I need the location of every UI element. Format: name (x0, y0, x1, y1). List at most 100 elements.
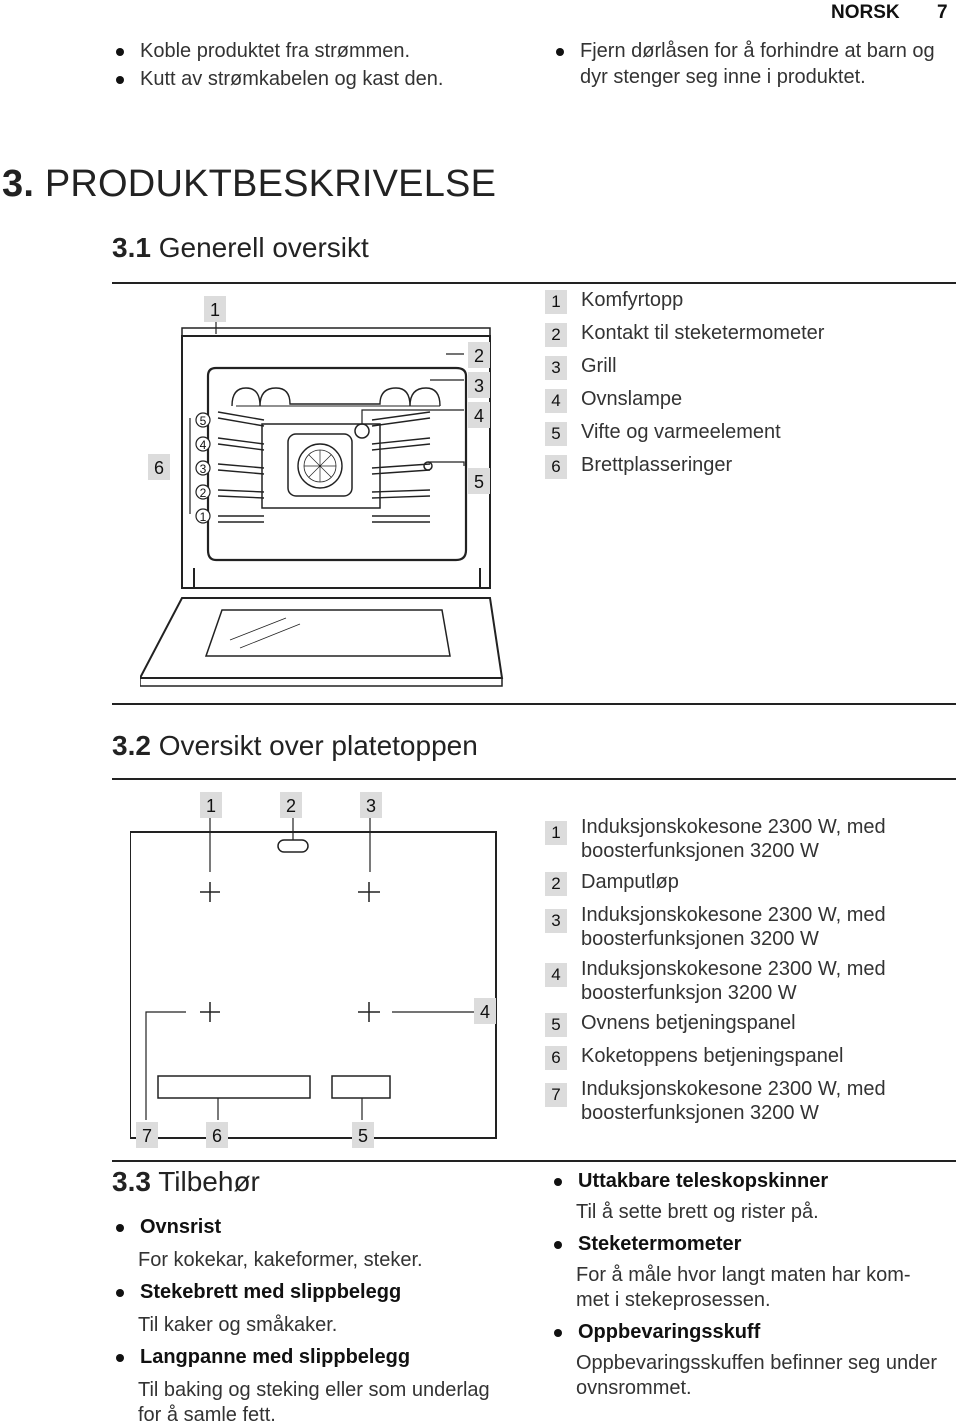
legend-number: 7 (545, 1083, 567, 1107)
legend-text: Ovnens betjeningspanel (581, 1012, 796, 1034)
legend-text: Vifte og varmeelement (581, 421, 781, 443)
hob-diagram: 1 2 3 4 5 6 7 (130, 792, 497, 1148)
subsection-title: Oversikt over platetoppen (158, 730, 478, 761)
fan-icon (297, 443, 343, 489)
steam-vent (277, 839, 309, 853)
zone-cross-7 (200, 1002, 220, 1022)
section-title: PRODUKTBESKRIVELSE (44, 163, 497, 205)
shelf-3: 3 (200, 462, 207, 476)
legend-number: 4 (545, 389, 567, 413)
legend-number: 3 (545, 909, 567, 933)
shelf-2: 2 (200, 486, 207, 500)
divider (112, 703, 956, 705)
legend-text: Induksjonskokesone 2300 W, med boosterfu… (581, 904, 886, 950)
bullet-item: Fjern dørlåsen for å forhindre at barn o… (556, 38, 960, 90)
accessory-title: Stekebrett med slippbelegg (116, 1279, 526, 1305)
callout-7: 7 (142, 1126, 152, 1146)
accessory-title: Langpanne med slippbelegg (116, 1344, 526, 1370)
oven-diagram: 1 2 3 4 5 6 5 4 3 2 1 (140, 296, 504, 687)
accessories-right: Uttakbare teleskopskinner Til å sette br… (554, 1168, 954, 1401)
zone-cross-4 (358, 1002, 380, 1022)
oven-back-wall (261, 423, 381, 509)
legend-text: Induksjonskokesone 2300 W, med boosterfu… (581, 958, 886, 1004)
legend-number: 3 (545, 356, 567, 380)
callout-1: 1 (210, 300, 220, 320)
accessory-desc: Til kaker og småkaker. (138, 1314, 338, 1336)
legend-number: 6 (545, 455, 567, 479)
subsection-number: 3.3 (112, 1166, 151, 1197)
callout-2: 2 (474, 346, 484, 366)
legend-number: 4 (545, 963, 567, 987)
divider (112, 282, 956, 284)
legend-text: Brettplasseringer (581, 454, 733, 476)
callout-3: 3 (366, 796, 376, 816)
legend-text: Komfyrtopp (581, 289, 684, 311)
page-number: 7 (937, 2, 948, 23)
top-bullets-right: Fjern dørlåsen for å forhindre at barn o… (556, 38, 960, 90)
divider (112, 778, 956, 780)
door-window (204, 609, 451, 657)
legend-text: Grill (581, 355, 617, 377)
legend-number: 1 (545, 821, 567, 845)
accessory-title: Ovnsrist (116, 1214, 526, 1240)
callout-3: 3 (474, 376, 484, 396)
accessories-left: Ovnsrist For kokekar, kakeformer, steker… (116, 1214, 526, 1428)
legend-text: Induksjonskokesone 2300 W, med boosterfu… (581, 1078, 886, 1124)
section-heading: 3. PRODUKTBESKRIVELSE (2, 163, 496, 206)
callout-6: 6 (154, 458, 164, 478)
callout-2: 2 (286, 796, 296, 816)
accessory-title: Uttakbare teleskopskinner (554, 1168, 954, 1194)
legend-number: 1 (545, 290, 567, 314)
grill-element (231, 387, 441, 407)
zone-cross-1 (200, 882, 220, 902)
bullet-item: Kutt av strømkabelen og kast den. (116, 66, 516, 92)
legend-number: 5 (545, 1013, 567, 1037)
legend-number: 2 (545, 323, 567, 347)
oven-callouts: 1 2 3 4 5 6 5 4 3 2 1 (148, 296, 490, 524)
callout-4: 4 (474, 406, 484, 426)
shelf-5: 5 (200, 414, 207, 428)
accessory-desc: Til å sette brett og rister på. (576, 1201, 819, 1223)
hob-callouts: 1 2 3 4 5 6 7 (136, 792, 496, 1148)
divider (112, 1160, 956, 1162)
legend-number: 6 (545, 1046, 567, 1070)
accessory-desc: Oppbevaringsskuffen befinner seg un­der … (576, 1352, 937, 1399)
legend-number: 5 (545, 422, 567, 446)
hob-control-panel (157, 1075, 311, 1099)
subsection-heading-3-2: 3.2 Oversikt over platetoppen (112, 730, 478, 762)
legend-text: Kontakt til steketermometer (581, 322, 825, 344)
subsection-heading-3-1: 3.1 Generell oversikt (112, 232, 369, 264)
legend-text: Ovnslampe (581, 388, 683, 410)
callout-6: 6 (212, 1126, 222, 1146)
section-number: 3. (2, 163, 35, 205)
callout-5: 5 (358, 1126, 368, 1146)
zone-cross-3 (358, 882, 380, 902)
callout-4: 4 (480, 1002, 490, 1022)
bullet-item: Koble produktet fra strømmen. (116, 38, 516, 64)
lamp-icon (354, 423, 370, 439)
subsection-title: Tilbehør (158, 1166, 260, 1197)
legend-text: Koketoppens betjeningspanel (581, 1045, 844, 1067)
header-language: NORSK (831, 2, 900, 23)
callout-5: 5 (474, 472, 484, 492)
accessory-desc: For å måle hvor langt maten har kom­met … (576, 1264, 911, 1311)
accessory-title: Steketermometer (554, 1231, 954, 1257)
thermometer-socket-icon (423, 461, 433, 471)
oven-control-panel (331, 1075, 391, 1099)
oven-cabinet (181, 335, 491, 589)
shelf-4: 4 (200, 438, 207, 452)
accessory-title: Oppbevaringsskuff (554, 1319, 954, 1345)
legend-number: 2 (545, 872, 567, 896)
oven-legend: 1 Komfyrtopp 2 Kontakt til steketermometer… (545, 288, 955, 488)
hob-outline (130, 831, 497, 1139)
callout-1: 1 (206, 796, 216, 816)
accessory-desc: Til baking og steking eller som underlag… (138, 1379, 490, 1426)
accessory-desc: For kokekar, kakeformer, steker. (138, 1249, 423, 1271)
subsection-heading-3-3: 3.3 Tilbehør (112, 1166, 260, 1198)
subsection-title: Generell oversikt (158, 232, 369, 263)
subsection-number: 3.2 (112, 730, 151, 761)
top-bullets-left: Koble produktet fra strømmen. Kutt av st… (116, 38, 516, 92)
subsection-number: 3.1 (112, 232, 151, 263)
legend-text: Damputløp (581, 871, 679, 893)
